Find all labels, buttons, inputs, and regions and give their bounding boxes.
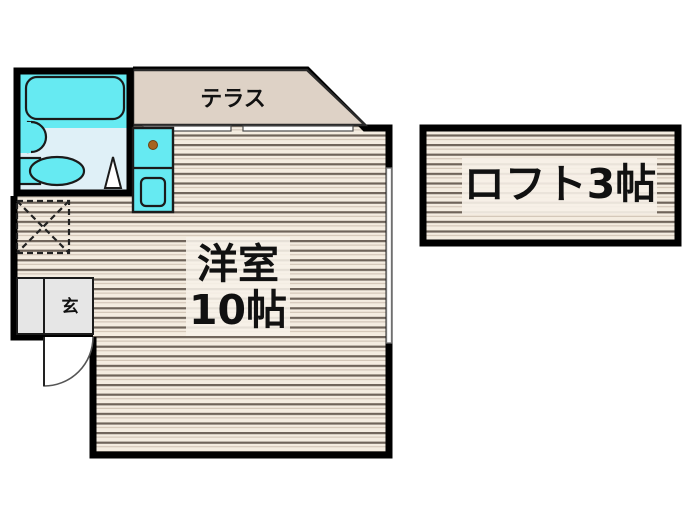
entrance-label: 玄: [62, 296, 79, 317]
terrace-label: テラス: [200, 87, 266, 112]
kitchen-unit: [131, 126, 175, 214]
kitchen-stove-icon: [148, 140, 158, 150]
main-room-size: 10帖: [189, 286, 287, 334]
main-room-label: 洋室 10帖: [186, 237, 290, 336]
bath-unit: [13, 67, 134, 197]
window-right-icon: [385, 167, 393, 344]
bath-door-icon: [103, 156, 123, 189]
entrance: 玄: [16, 277, 94, 387]
terrace-window-icon: [142, 125, 354, 132]
entrance-door-icon: [43, 336, 94, 387]
kitchen-sink-icon: [139, 176, 167, 208]
washer-space-outline: [15, 199, 71, 255]
bathtub-icon: [24, 75, 126, 121]
loft-wall: [419, 124, 682, 247]
main-room-name: 洋室: [197, 240, 279, 288]
washing-machine-space: [15, 199, 71, 255]
bath-unit-wall: [13, 67, 134, 197]
loft: ロフト3帖: [419, 124, 682, 247]
loft-label: ロフト3帖: [464, 160, 657, 208]
terrace: テラス: [131, 68, 369, 132]
entrance-floor: [16, 277, 94, 335]
toilet-icon: [28, 155, 86, 187]
